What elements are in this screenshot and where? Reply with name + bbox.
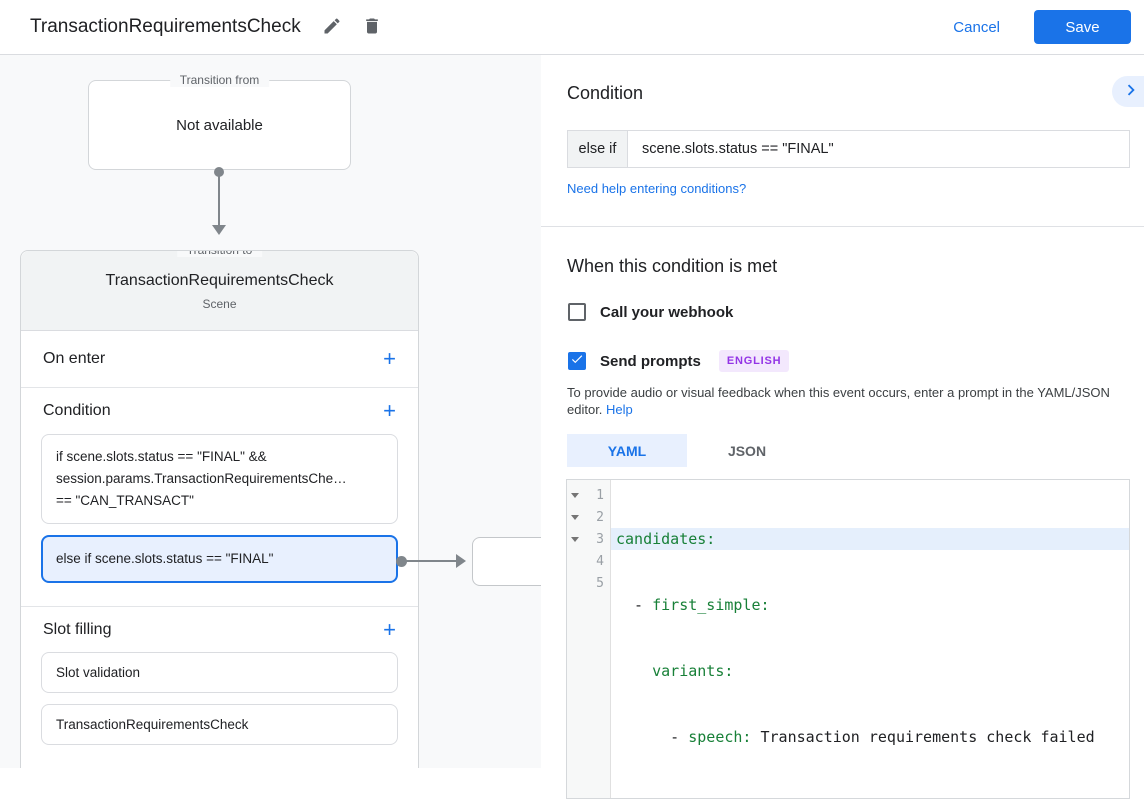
language-badge: ENGLISH — [718, 350, 790, 372]
yaml-indent: - — [616, 728, 689, 746]
fold-toggle-line1[interactable] — [567, 492, 582, 498]
slot-item-transaction-check[interactable]: TransactionRequirementsCheck — [41, 704, 398, 745]
line-number: 1 — [596, 487, 604, 503]
connector-dot — [396, 556, 407, 567]
transition-arrow-dot — [214, 167, 224, 177]
add-slot-button[interactable]: + — [383, 616, 396, 642]
tab-json[interactable]: JSON — [687, 434, 807, 467]
scene-card: Transition to TransactionRequirementsChe… — [20, 250, 419, 768]
transition-from-box: Transition from Not available — [88, 73, 351, 170]
send-prompts-checkbox[interactable] — [568, 352, 586, 370]
editor-gutter: 1 2 3 4 5 — [567, 480, 611, 798]
yaml-key: candidates: — [616, 530, 716, 548]
slot-filling-section: Slot filling + Slot validation Transacti… — [21, 607, 418, 765]
trash-icon — [362, 16, 382, 39]
add-on-enter-button[interactable]: + — [383, 346, 396, 371]
webhook-checkbox[interactable] — [568, 303, 586, 321]
on-enter-label: On enter — [43, 350, 106, 367]
scene-canvas: Transition from Not available Transition… — [0, 55, 541, 768]
transition-from-value: Not available — [176, 116, 263, 134]
fold-toggle-line3[interactable] — [567, 536, 582, 542]
yaml-indent: - — [616, 596, 653, 614]
send-prompts-row: Send prompts ENGLISH — [568, 350, 1144, 372]
yaml-value: Transaction requirements check failed — [751, 728, 1095, 746]
condition-item-elseif[interactable]: else if scene.slots.status == "FINAL" — [41, 535, 398, 583]
condition-elseif-text: else if scene.slots.status == "FINAL" — [56, 551, 274, 566]
scene-type: Scene — [202, 297, 237, 311]
yaml-indent — [616, 662, 652, 680]
scene-card-header[interactable]: TransactionRequirementsCheck Scene — [21, 251, 418, 331]
line-number: 2 — [596, 509, 604, 525]
condition-expression-input[interactable] — [628, 131, 1129, 167]
code-line-1: candidates: — [611, 528, 1129, 550]
line-number: 3 — [596, 531, 604, 547]
delete-scene-button[interactable] — [355, 10, 389, 44]
when-met-title: When this condition is met — [567, 256, 778, 276]
code-line-4: - speech: Transaction requirements check… — [611, 726, 1129, 748]
help-link[interactable]: Help — [606, 402, 633, 417]
prompts-description: To provide audio or visual feedback when… — [567, 384, 1133, 418]
scene-name: TransactionRequirementsCheck — [105, 272, 334, 289]
cancel-button[interactable]: Cancel — [953, 18, 1000, 36]
transition-from-label: Transition from — [169, 73, 270, 87]
connector-line — [405, 560, 458, 562]
yaml-key: first_simple: — [652, 596, 770, 614]
transition-to-label: Transition to — [176, 251, 263, 257]
on-enter-section: On enter + — [21, 331, 418, 388]
condition-section-label: Condition — [43, 402, 111, 419]
add-condition-button[interactable]: + — [383, 398, 396, 423]
fold-toggle-line2[interactable] — [567, 514, 582, 520]
top-bar: TransactionRequirementsCheck Cancel Save — [0, 0, 1144, 55]
page-title: TransactionRequirementsCheck — [30, 16, 301, 37]
condition-help-link[interactable]: Need help entering conditions? — [567, 181, 747, 196]
tab-yaml[interactable]: YAML — [567, 434, 687, 467]
yaml-code-editor[interactable]: 1 2 3 4 5 candidates: - first_simple: — [566, 479, 1130, 799]
section-divider — [541, 226, 1144, 227]
connector-target-box — [472, 537, 541, 586]
topbar-actions: Cancel Save — [953, 10, 1131, 44]
caret-down-icon — [570, 536, 579, 542]
slot-filling-label: Slot filling — [43, 620, 112, 638]
inspector-title: Condition — [567, 83, 644, 103]
line-number: 4 — [596, 553, 604, 569]
transition-arrow-head — [212, 225, 226, 235]
code-line-3: variants: — [611, 660, 1129, 682]
check-icon — [570, 352, 584, 371]
yaml-key: speech: — [688, 728, 752, 746]
condition-if-line1: if scene.slots.status == "FINAL" && — [56, 449, 267, 464]
condition-if-line3: == "CAN_TRANSACT" — [56, 493, 194, 508]
edit-scene-button[interactable] — [315, 10, 349, 44]
chevron-right-icon — [1120, 79, 1142, 104]
condition-section: Condition + if scene.slots.status == "FI… — [21, 388, 418, 607]
transition-arrow-line — [218, 172, 220, 227]
yaml-key: variants: — [652, 662, 734, 680]
webhook-label: Call your webhook — [600, 303, 734, 321]
condition-expression-row: else if — [567, 130, 1130, 168]
condition-inspector-panel: Condition else if Need help entering con… — [541, 55, 1144, 799]
slot-item-validation[interactable]: Slot validation — [41, 652, 398, 693]
connector-arrow-head — [456, 554, 466, 568]
editor-format-tabs: YAML JSON — [567, 434, 1144, 467]
condition-item-if[interactable]: if scene.slots.status == "FINAL" && sess… — [41, 434, 398, 524]
code-line-2: - first_simple: — [611, 594, 1129, 616]
collapse-panel-button[interactable] — [1112, 76, 1144, 107]
condition-prefix-label: else if — [568, 131, 628, 167]
save-button[interactable]: Save — [1034, 10, 1131, 44]
caret-down-icon — [570, 514, 579, 520]
webhook-row: Call your webhook — [568, 303, 1144, 321]
line-number: 5 — [596, 575, 604, 591]
prompts-description-text: To provide audio or visual feedback when… — [567, 385, 1110, 417]
caret-down-icon — [570, 492, 579, 498]
send-prompts-label: Send prompts — [600, 352, 701, 370]
editor-code-area[interactable]: candidates: - first_simple: variants: - … — [611, 480, 1129, 798]
condition-if-line2: session.params.TransactionRequirementsCh… — [56, 471, 347, 486]
pencil-icon — [322, 16, 342, 39]
code-line-5 — [611, 792, 1129, 798]
